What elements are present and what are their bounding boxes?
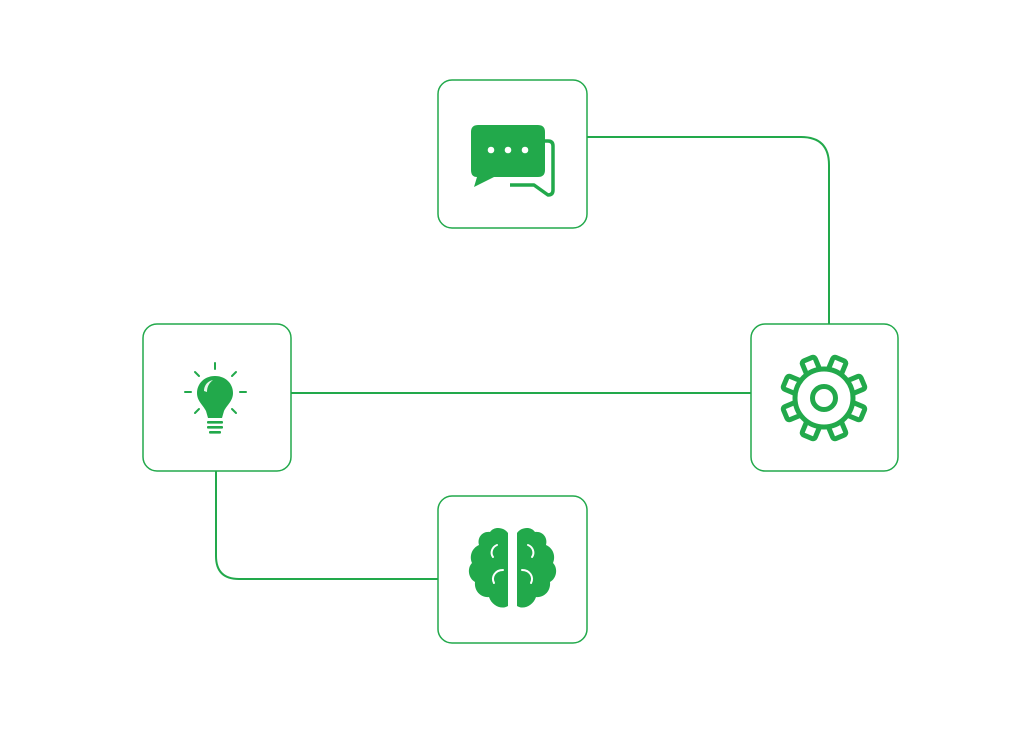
gear-icon <box>780 354 868 442</box>
node-brain-box[interactable] <box>437 495 588 644</box>
node-gear[interactable] <box>750 323 899 472</box>
brain-icon <box>468 527 557 608</box>
node-chat[interactable] <box>437 79 588 229</box>
connectors <box>215 136 830 580</box>
chat-bubbles-icon <box>471 125 555 197</box>
edge-chat-to-gear <box>586 136 830 325</box>
node-brain[interactable] <box>437 495 588 644</box>
edge-bulb-to-brain <box>215 471 439 580</box>
lightbulb-icon <box>184 362 247 434</box>
node-bulb[interactable] <box>142 323 292 472</box>
